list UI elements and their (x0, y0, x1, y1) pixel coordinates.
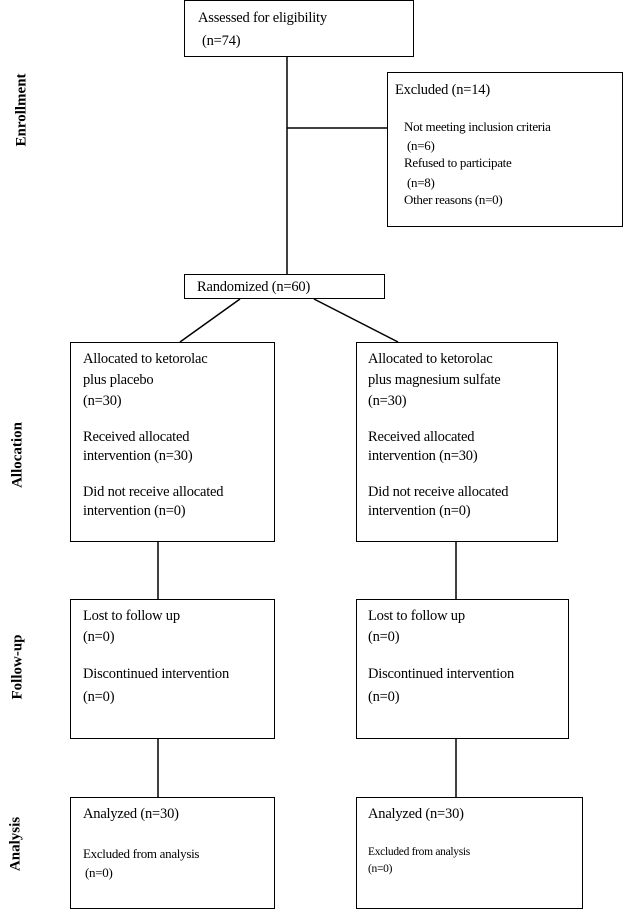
right-lost-count: (n=0) (368, 629, 400, 645)
left-not-received-line2: intervention (n=0) (83, 503, 186, 519)
connector-randomized-to-left (179, 298, 241, 343)
randomized-box: Randomized (n=60) (184, 274, 385, 299)
left-excluded-analysis-text: Excluded from analysis (83, 846, 200, 861)
left-allocation-line2: plus placebo (83, 372, 154, 388)
excluded-reason-other: Other reasons (n=0) (404, 192, 503, 207)
excluded-box: Excluded (n=14) Not meeting inclusion cr… (387, 72, 623, 227)
left-followup-box: Lost to follow up (n=0) Discontinued int… (70, 599, 275, 739)
right-discontinued-text: Discontinued intervention (368, 666, 515, 682)
right-received-line1: Received allocated (368, 429, 475, 445)
right-excluded-analysis-count: (n=0) (368, 863, 393, 875)
right-allocation-line1: Allocated to ketorolac (368, 351, 493, 367)
stage-label-enrollment: Enrollment (13, 73, 30, 147)
stage-label-followup: Follow-up (9, 634, 26, 700)
left-allocation-box: Allocated to ketorolac plus placebo (n=3… (70, 342, 275, 542)
randomized-text: Randomized (n=60) (197, 279, 311, 295)
assessed-count: (n=74) (202, 33, 241, 49)
right-analyzed-text: Analyzed (n=30) (368, 806, 464, 822)
left-discontinued-count: (n=0) (83, 689, 115, 705)
left-lost-text: Lost to follow up (83, 608, 180, 624)
right-discontinued-count: (n=0) (368, 689, 400, 705)
excluded-reason-inclusion-count: (n=6) (407, 138, 435, 153)
left-allocation-line1: Allocated to ketorolac (83, 351, 208, 367)
right-analysis-box: Analyzed (n=30) Excluded from analysis (… (356, 797, 583, 909)
excluded-reason-inclusion: Not meeting inclusion criteria (404, 119, 551, 134)
left-received-line2: intervention (n=30) (83, 448, 193, 464)
stage-label-allocation: Allocation (9, 422, 26, 488)
assessed-box: Assessed for eligibility (n=74) (184, 0, 414, 57)
left-excluded-analysis-count: (n=0) (85, 865, 113, 880)
connector-randomized-to-right (313, 298, 399, 343)
left-lost-count: (n=0) (83, 629, 115, 645)
right-excluded-analysis-text: Excluded from analysis (368, 846, 470, 858)
right-not-received-line2: intervention (n=0) (368, 503, 471, 519)
right-allocation-line2: plus magnesium sulfate (368, 372, 501, 388)
excluded-title: Excluded (n=14) (395, 82, 490, 98)
left-allocation-count: (n=30) (83, 393, 122, 409)
right-received-line2: intervention (n=30) (368, 448, 478, 464)
excluded-reason-refused-count: (n=8) (407, 175, 435, 190)
assessed-text: Assessed for eligibility (198, 10, 327, 26)
right-allocation-count: (n=30) (368, 393, 407, 409)
left-discontinued-text: Discontinued intervention (83, 666, 230, 682)
left-analysis-box: Analyzed (n=30) Excluded from analysis (… (70, 797, 275, 909)
left-received-line1: Received allocated (83, 429, 190, 445)
excluded-reason-refused: Refused to participate (404, 155, 512, 170)
right-not-received-line1: Did not receive allocated (368, 484, 509, 500)
left-analyzed-text: Analyzed (n=30) (83, 806, 179, 822)
right-followup-box: Lost to follow up (n=0) Discontinued int… (356, 599, 569, 739)
left-not-received-line1: Did not receive allocated (83, 484, 224, 500)
right-allocation-box: Allocated to ketorolac plus magnesium su… (356, 342, 558, 542)
right-lost-text: Lost to follow up (368, 608, 465, 624)
stage-label-analysis: Analysis (7, 816, 24, 872)
